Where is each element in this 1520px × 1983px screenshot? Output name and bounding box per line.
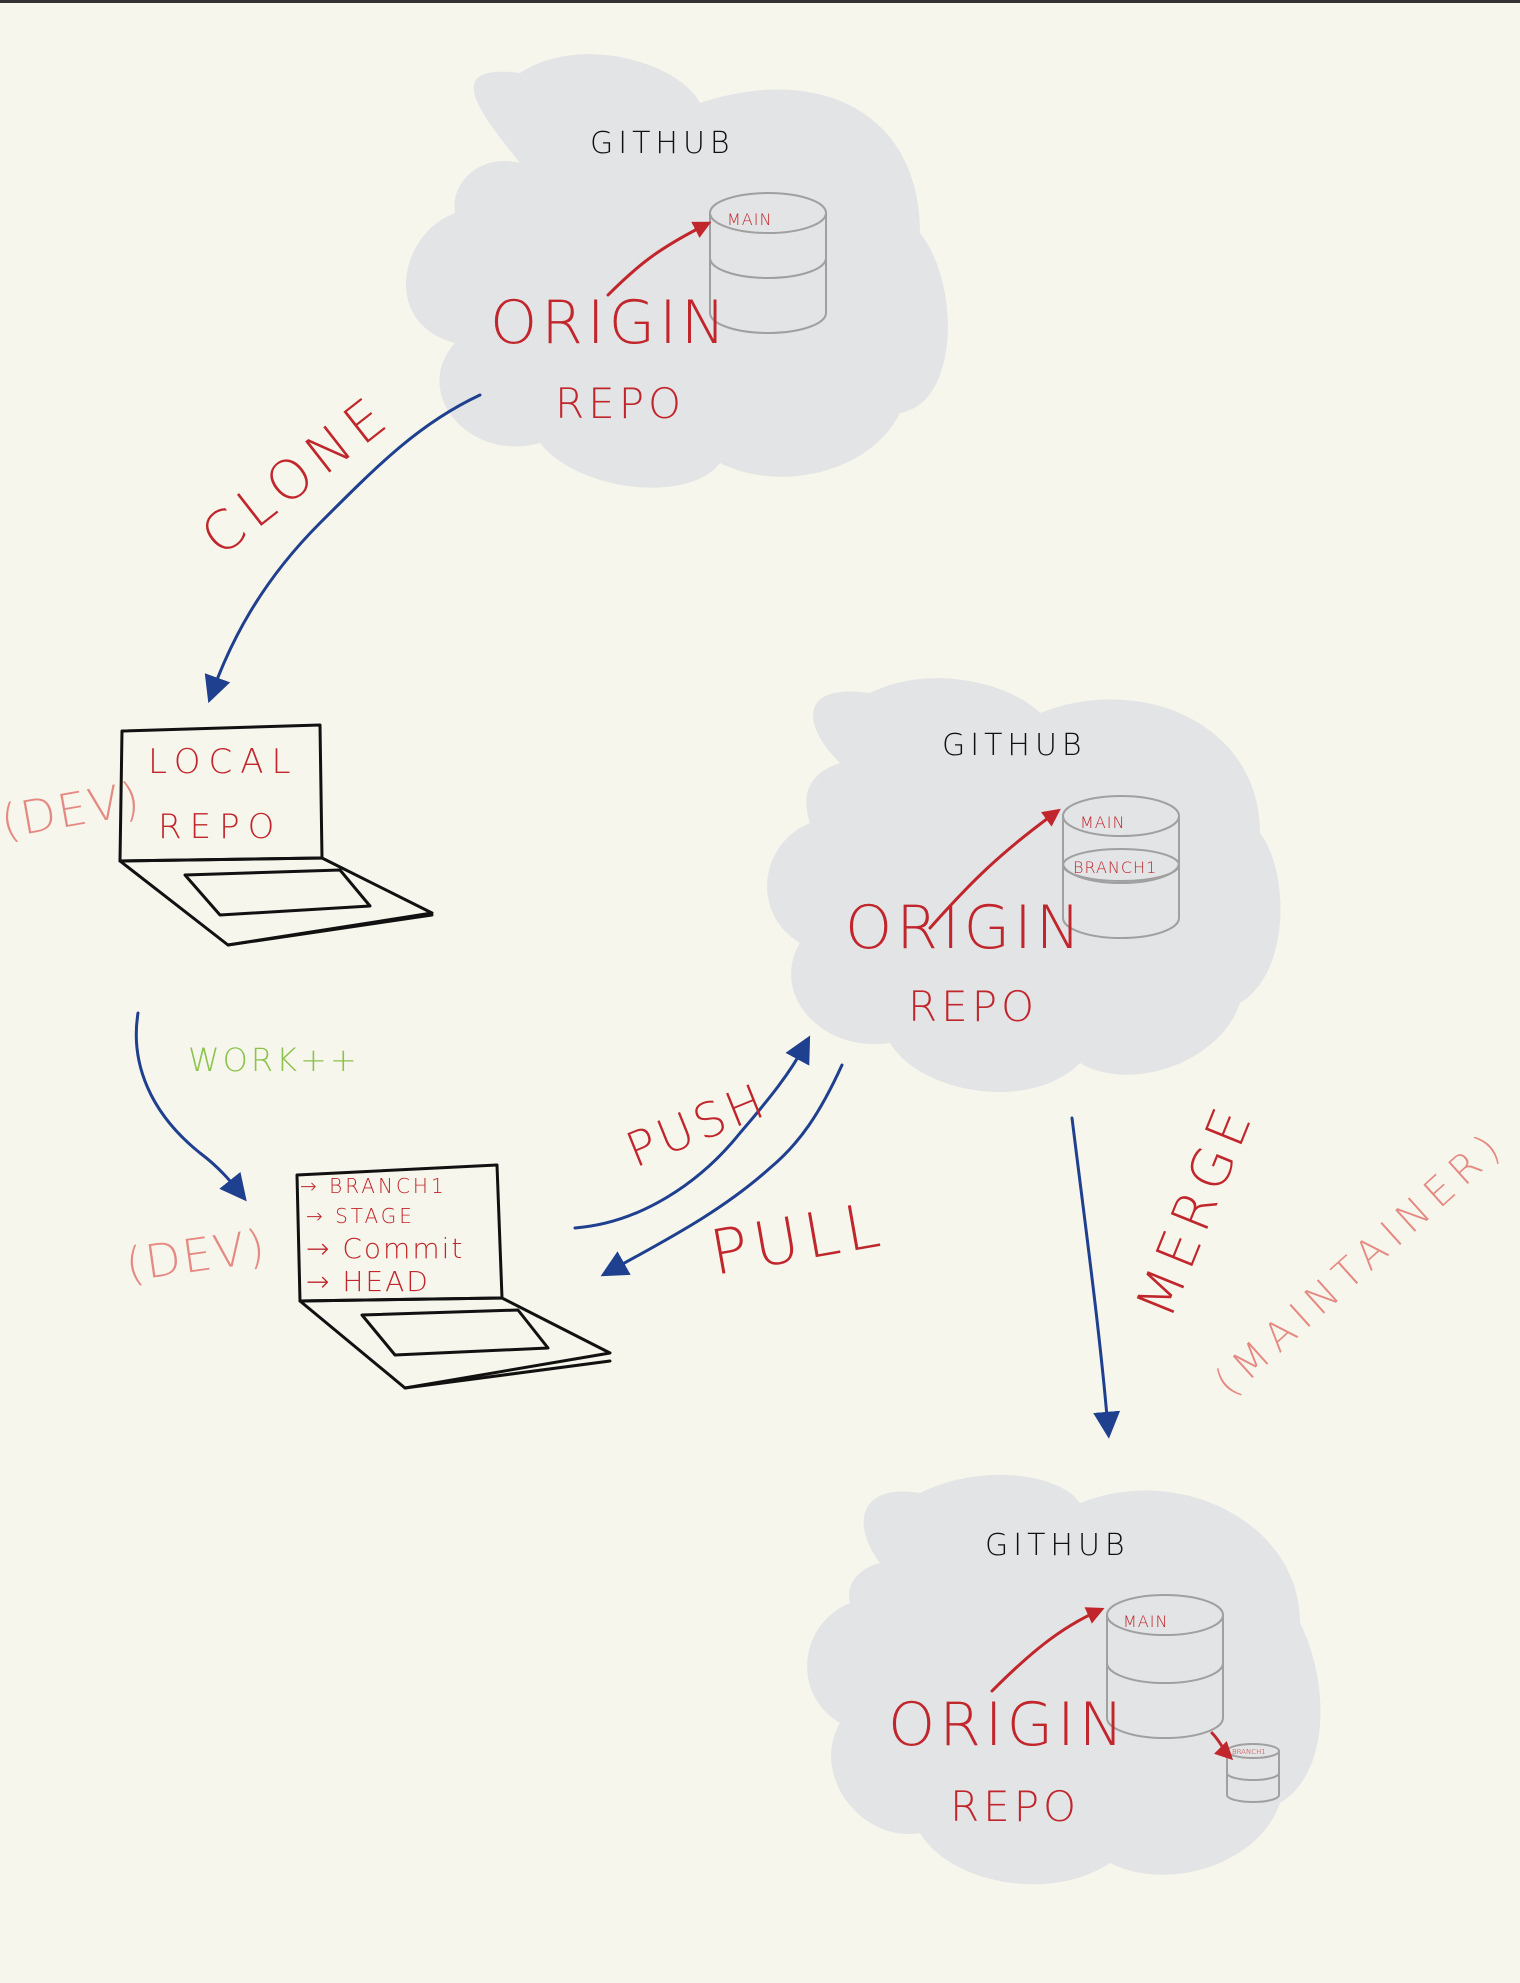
bottom-db-label-branch: BRANCH1 <box>1232 1748 1266 1756</box>
branch-step-1: → BRANCH1 <box>300 1174 447 1198</box>
middle-cloud-platform: GITHUB <box>942 728 1087 763</box>
middle-cloud <box>767 678 1281 1092</box>
bottom-cloud <box>807 1474 1321 1885</box>
push-label: PUSH <box>619 1072 776 1179</box>
git-workflow-diagram: GITHUB MAIN ORIGIN REPO CLONE LOCAL REPO… <box>0 54 1515 1885</box>
top-cloud-platform: GITHUB <box>590 126 735 161</box>
middle-db-label-branch: BRANCH1 <box>1073 858 1157 877</box>
middle-database-icon <box>1062 795 1180 939</box>
middle-cloud-group: GITHUB MAIN BRANCH1 ORIGIN REPO <box>767 678 1281 1092</box>
local-laptop-base <box>118 856 434 947</box>
bottom-cloud-platform: GITHUB <box>985 1528 1130 1563</box>
middle-cloud-repo: REPO <box>908 982 1038 1031</box>
bottom-cloud-origin: ORIGIN <box>888 1690 1128 1760</box>
bottom-cloud-group: GITHUB MAIN BRANCH1 ORIGIN REPO <box>807 1474 1321 1885</box>
top-origin-arrow <box>606 221 712 297</box>
merge-label: MERGE <box>1124 1094 1266 1325</box>
top-db-label: MAIN <box>727 210 772 229</box>
bottom-cloud-repo: REPO <box>950 1782 1080 1831</box>
middle-cloud-origin: ORIGIN <box>845 893 1085 963</box>
bottom-branch-arrow <box>1210 1731 1234 1761</box>
top-cloud-repo: REPO <box>555 379 685 428</box>
middle-origin-arrow <box>928 808 1061 930</box>
bottom-database-icon <box>1106 1594 1224 1739</box>
top-cloud-group: GITHUB MAIN ORIGIN REPO <box>405 54 948 488</box>
merge-arrow <box>1070 1116 1121 1439</box>
local-laptop-line1: LOCAL <box>148 742 298 782</box>
local-laptop <box>118 723 434 947</box>
top-cloud <box>405 54 948 488</box>
work-arrow <box>134 1011 247 1202</box>
local-laptop-keyboard <box>183 868 372 917</box>
branch-laptop-base <box>298 1296 612 1390</box>
branch-laptop <box>295 1163 612 1390</box>
branch-dev-label: (DEV) <box>122 1219 270 1292</box>
local-dev-label: (DEV) <box>0 771 146 849</box>
branch-step-4: → HEAD <box>306 1265 430 1298</box>
pull-label: PULL <box>705 1187 891 1289</box>
pull-arrow <box>600 1063 844 1277</box>
clone-label: CLONE <box>189 381 403 568</box>
top-cloud-origin: ORIGIN <box>490 288 730 358</box>
maintainer-label: (MAINTAINER) <box>1206 1121 1515 1406</box>
clone-arrow <box>204 393 482 704</box>
local-laptop-line2: REPO <box>158 807 282 847</box>
middle-db-label-main: MAIN <box>1080 813 1125 832</box>
bottom-db-label-main: MAIN <box>1123 1612 1168 1631</box>
branch-step-3: → Commit <box>306 1232 464 1265</box>
bottom-origin-arrow <box>990 1607 1105 1693</box>
work-label: WORK++ <box>188 1041 360 1079</box>
branch-step-2: → STAGE <box>306 1204 415 1228</box>
top-database-icon <box>709 192 827 334</box>
branch-laptop-keyboard <box>360 1308 550 1357</box>
push-arrow <box>573 1035 811 1230</box>
